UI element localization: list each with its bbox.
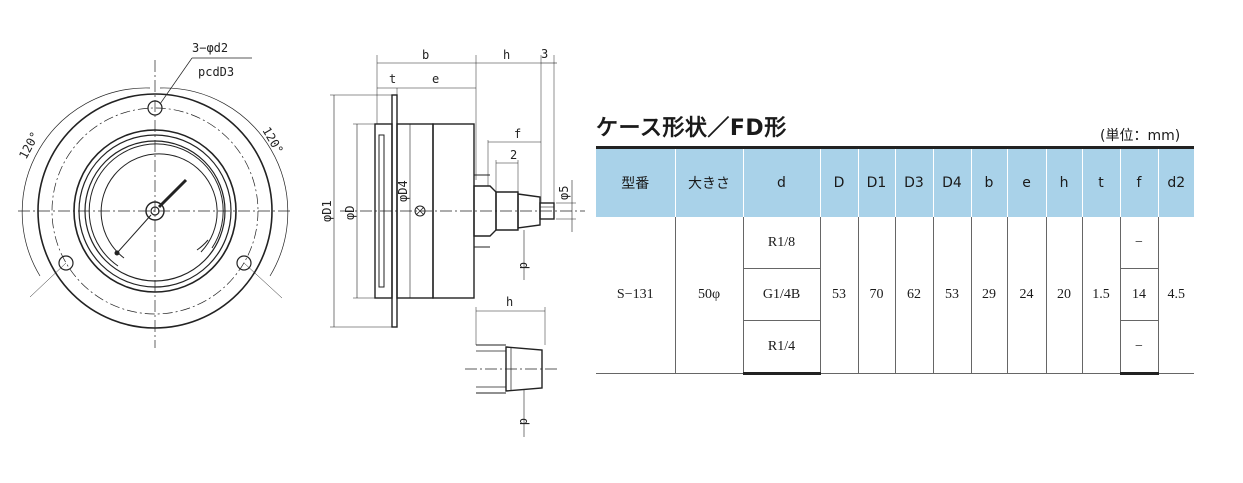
label-phi-d4: φD4 — [396, 180, 410, 202]
label-f: f — [514, 127, 521, 141]
spec-table: 型番 大きさ d D D1 D3 D4 b e h t f d2 S−131 5… — [596, 146, 1194, 375]
cell-D1: 70 — [857, 217, 896, 374]
label-e: e — [432, 72, 439, 86]
front-view-drawing — [18, 57, 292, 348]
alt-fitting-drawing — [465, 307, 560, 437]
label-b: b — [422, 48, 429, 62]
label-h: h — [503, 48, 510, 62]
cell-d2: 4.5 — [1157, 217, 1194, 374]
cell-d-option: G1/4B — [742, 268, 821, 321]
unit-label: (単位：mm) — [1100, 128, 1181, 144]
header-e: e — [1006, 146, 1047, 217]
cell-model: S−131 — [596, 217, 676, 374]
label-alt-d: d — [517, 418, 531, 425]
cell-f: 14 — [1119, 268, 1159, 321]
label-angle-left: 120° — [16, 129, 42, 161]
header-d: d — [742, 146, 821, 217]
table-row: G1/4B 14 — [596, 268, 1194, 321]
header-D1: D1 — [857, 146, 896, 217]
cell-size: 50φ — [674, 217, 744, 374]
label-phi-d: φD — [343, 206, 357, 220]
cell-d-option: R1/4 — [742, 320, 821, 375]
header-t: t — [1081, 146, 1121, 217]
dimension-drawing: 3−φd2 pcdD3 120° 120° b t e h 3 f 2 φ5 φ… — [16, 41, 585, 437]
header-f: f — [1119, 146, 1159, 217]
header-model: 型番 — [596, 146, 676, 217]
cell-f: − — [1119, 217, 1159, 269]
cell-d-option: R1/8 — [742, 217, 821, 269]
table-header-row: 型番 大きさ d D D1 D3 D4 b e h t f d2 — [596, 146, 1194, 217]
cell-t: 1.5 — [1081, 217, 1121, 374]
label-phi-5: φ5 — [557, 186, 571, 200]
drawing-labels: 3−φd2 pcdD3 120° 120° b t e h 3 f 2 φ5 φ… — [16, 41, 571, 425]
label-2: 2 — [510, 148, 517, 162]
side-view-drawing — [330, 55, 585, 328]
page-title: ケース形状／FD形 — [596, 116, 787, 141]
cell-h: 20 — [1045, 217, 1083, 374]
label-t: t — [389, 72, 396, 86]
cell-D: 53 — [819, 217, 859, 374]
cell-b: 29 — [970, 217, 1008, 374]
header-h: h — [1045, 146, 1083, 217]
header-d2: d2 — [1157, 146, 1194, 217]
header-D: D — [819, 146, 859, 217]
cell-e: 24 — [1006, 217, 1047, 374]
label-angle-right: 120° — [259, 125, 286, 157]
label-alt-h: h — [506, 295, 513, 309]
cell-D4: 53 — [932, 217, 972, 374]
cell-f: − — [1119, 320, 1159, 375]
table-row: S−131 50φ R1/8 53 70 62 53 29 24 20 1.5 … — [596, 217, 1194, 374]
header-size: 大きさ — [674, 146, 744, 217]
header-b: b — [970, 146, 1008, 217]
label-phi-d1: φD1 — [320, 200, 334, 222]
table-row: R1/4 − — [596, 320, 1194, 375]
label-3: 3 — [541, 47, 548, 61]
cell-D3: 62 — [894, 217, 934, 374]
label-d: d — [517, 262, 531, 269]
label-pcd-d3: pcdD3 — [198, 65, 234, 79]
header-D4: D4 — [932, 146, 972, 217]
header-D3: D3 — [894, 146, 934, 217]
label-3-d2: 3−φd2 — [192, 41, 228, 55]
